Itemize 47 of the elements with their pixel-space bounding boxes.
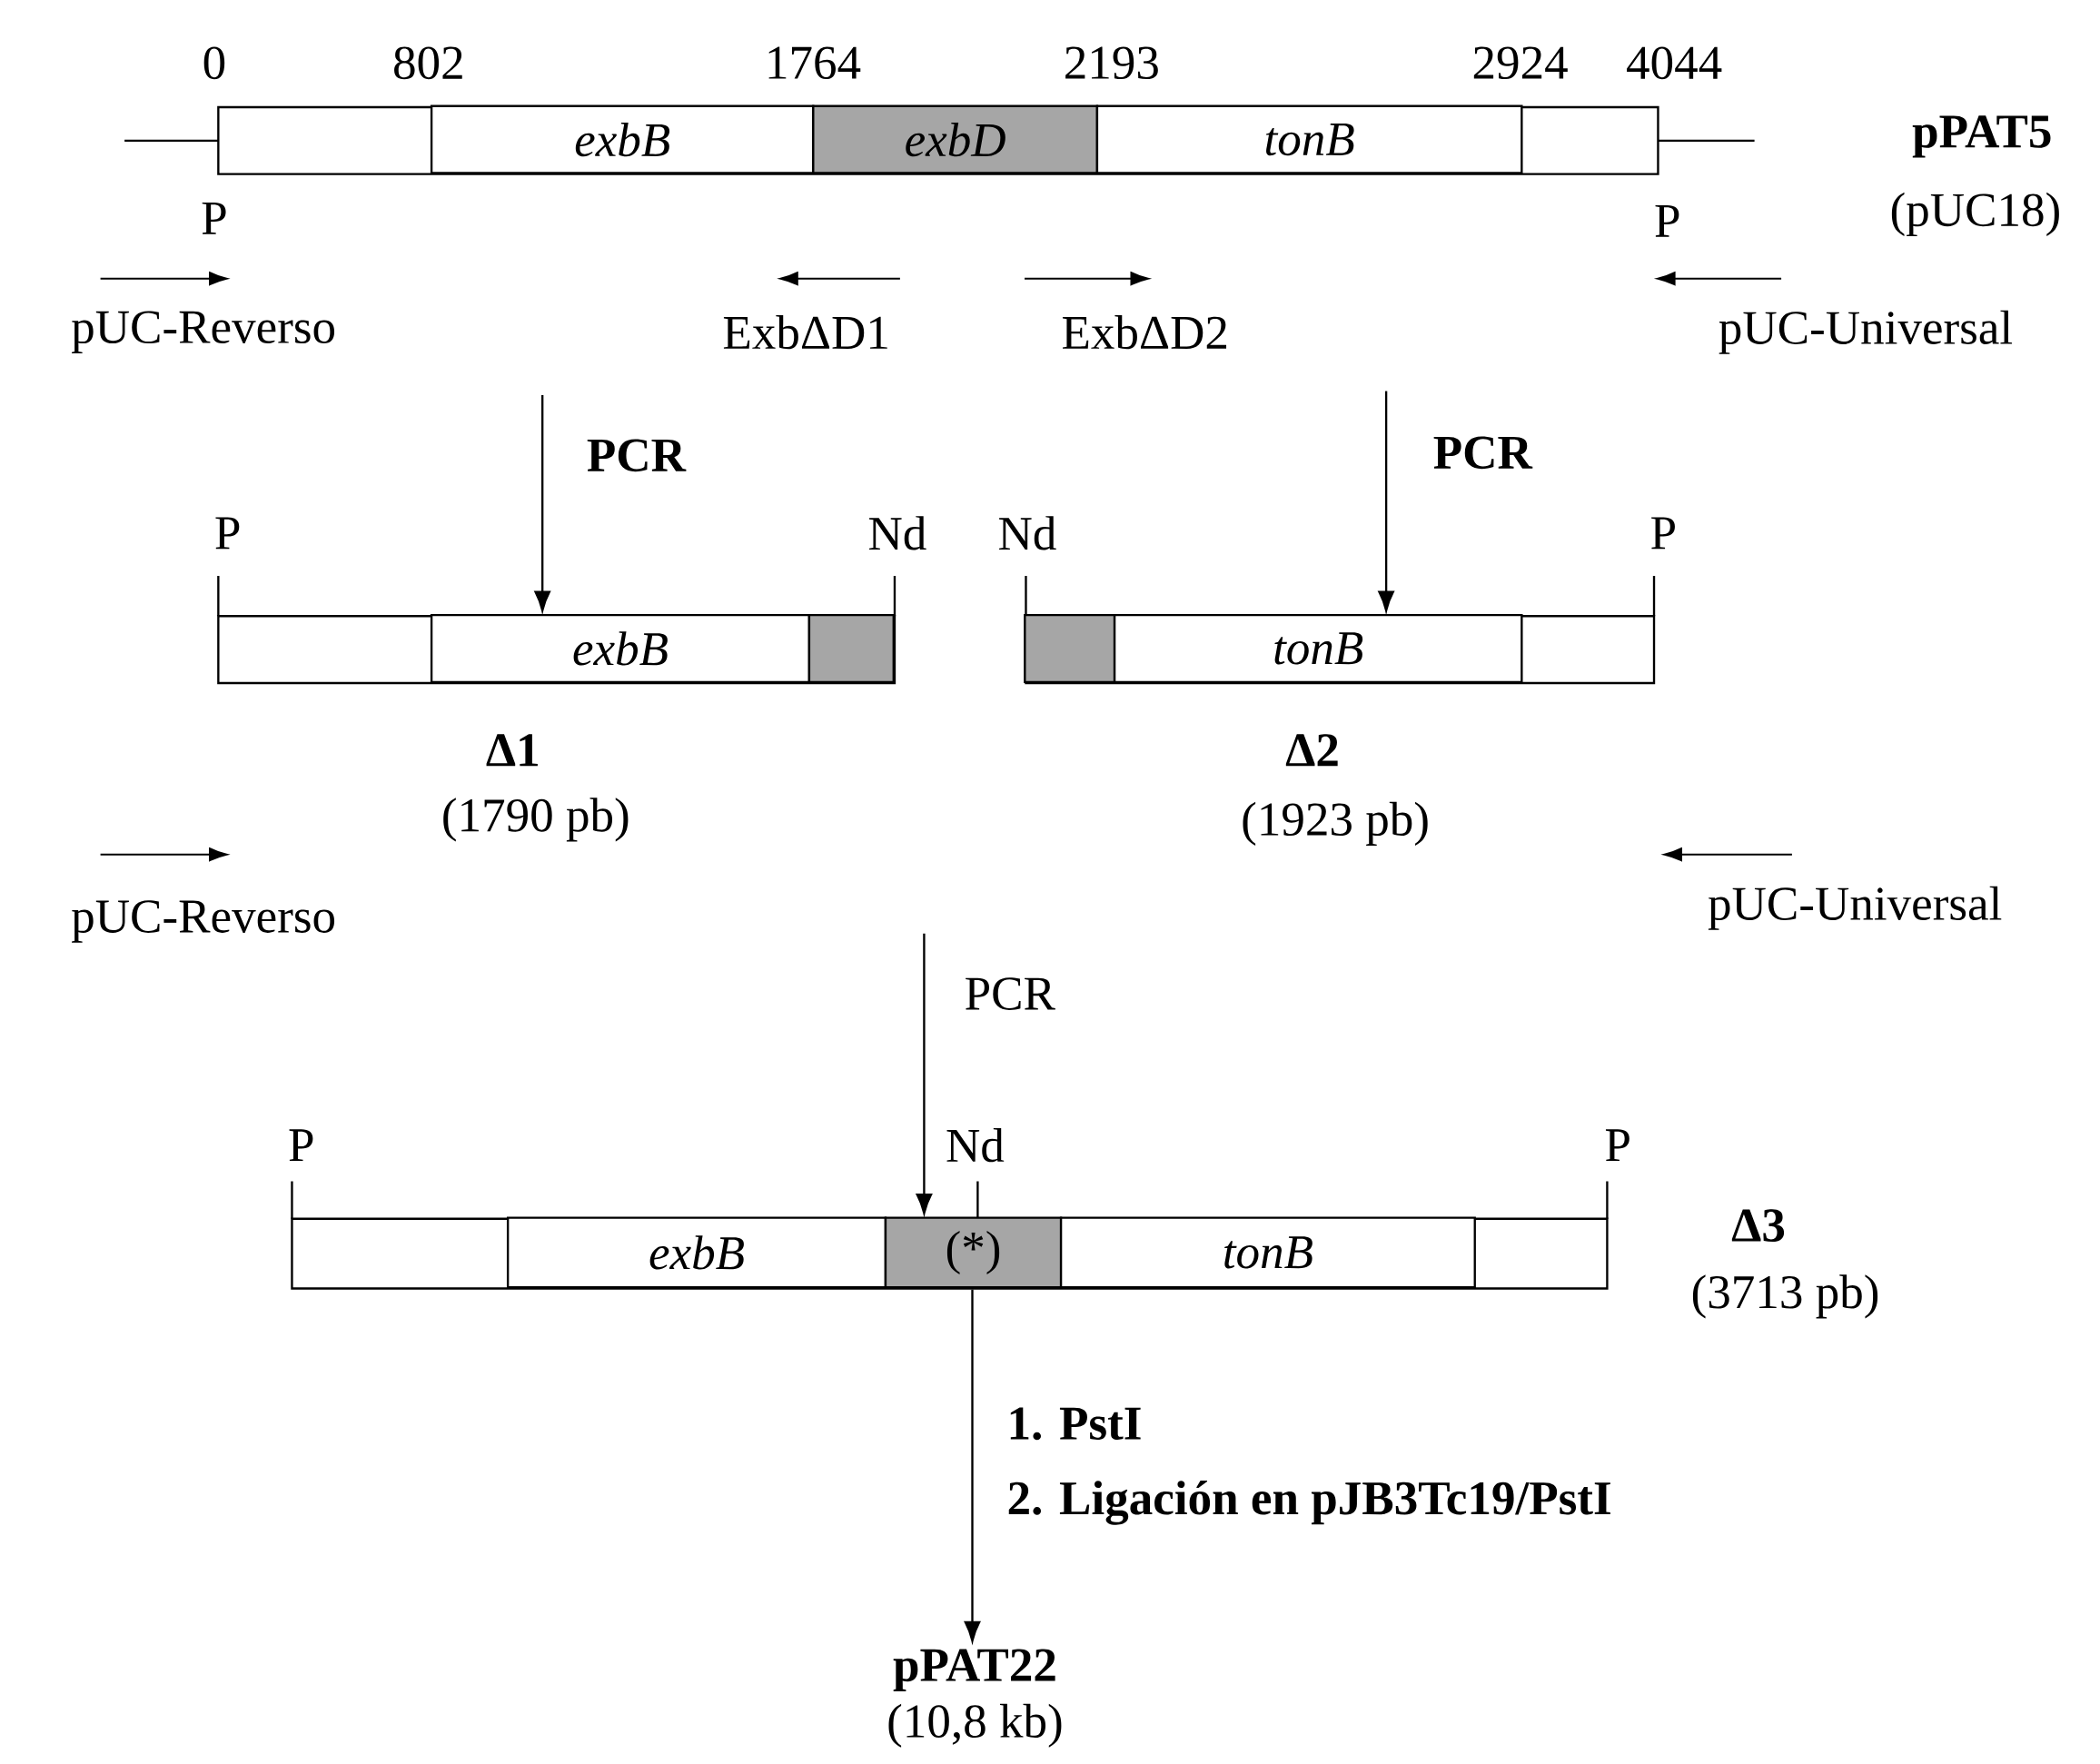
label: P <box>1655 204 1679 237</box>
edge-label: 1. PstI <box>1010 1407 1141 1441</box>
label: 2924 <box>1473 46 1568 80</box>
construct-name: pPAT5 <box>1912 115 2051 158</box>
label: 1764 <box>768 46 861 80</box>
label: 4044 <box>1627 46 1722 80</box>
site-label: Nd <box>946 1128 1005 1163</box>
segment-box: tonB <box>1095 104 1523 174</box>
site-label: Nd <box>999 516 1056 550</box>
label: 2193 <box>1065 46 1158 80</box>
label: 2. Ligación en pJB3Tc19/PstI <box>1008 1481 1610 1525</box>
construct-name: Δ1 <box>486 734 538 767</box>
label: ExbΔD1 <box>723 315 887 350</box>
segment-box <box>807 613 895 684</box>
label: pUC-Universal <box>1719 310 2013 354</box>
segment-box: exbB <box>506 1216 887 1289</box>
label: P <box>215 517 240 550</box>
size-label: (3713 pb) <box>1692 1274 1878 1319</box>
size-label: (pUC18) <box>1891 192 2059 237</box>
plasmid-label: pPAT22 (10,8 kb) <box>888 1649 1062 1748</box>
size-label: (1790 pb) <box>443 798 629 842</box>
label: pUC-Reverso <box>72 311 335 353</box>
arrow <box>534 395 550 612</box>
segment-box <box>1024 613 1116 684</box>
edge-label: PCR <box>587 439 687 472</box>
segment-box: exbB <box>430 613 811 684</box>
label: P <box>289 1129 313 1162</box>
edge-label: PCR <box>966 977 1055 1010</box>
construct-name: Δ3 <box>1731 1209 1785 1243</box>
label: pUC-Reverso <box>72 900 335 943</box>
label: 0 <box>203 46 225 80</box>
segment-box: exbD <box>812 104 1099 174</box>
edge-label: PCR <box>1433 436 1533 470</box>
segment-box: tonB <box>1113 613 1523 684</box>
label: 802 <box>394 46 462 80</box>
label: pUC-Universal <box>1708 886 2002 930</box>
site-label: Nd <box>869 516 926 550</box>
arrow <box>1378 391 1394 612</box>
segment-box: exbB <box>430 104 815 174</box>
size-label: (1923 pb) <box>1243 801 1428 846</box>
label: P <box>1605 1129 1629 1162</box>
label: ExbΔD2 <box>1062 315 1227 350</box>
segment-box: tonB <box>1059 1216 1476 1289</box>
label: P <box>1651 517 1675 550</box>
segment-box: (*) <box>884 1216 1063 1289</box>
label: P <box>202 203 226 234</box>
construct-name: Δ2 <box>1285 734 1338 767</box>
